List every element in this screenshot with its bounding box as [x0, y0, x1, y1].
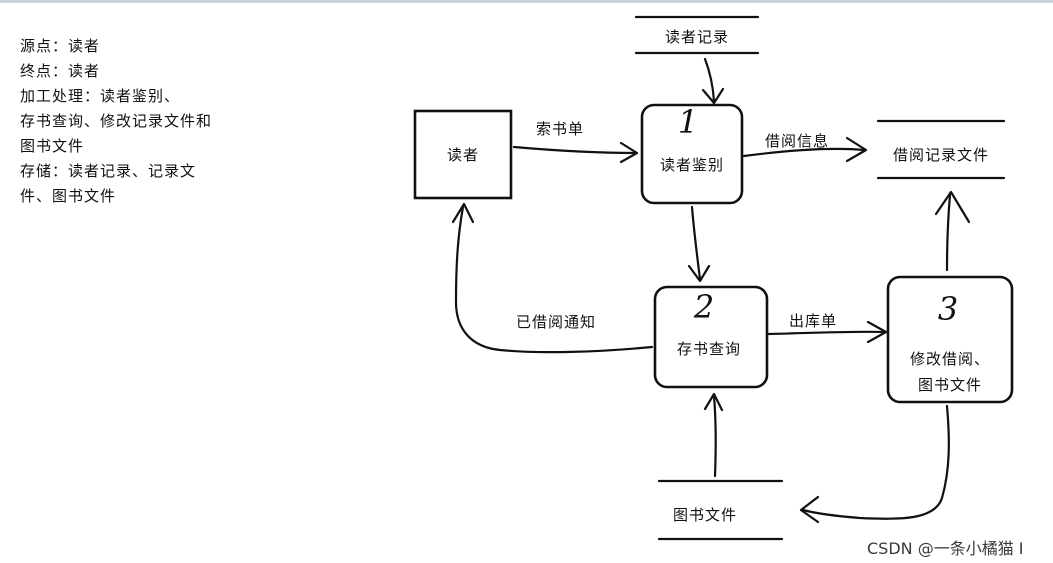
arrowhead	[934, 190, 971, 224]
arrowhead	[799, 495, 820, 524]
flow-line	[703, 57, 716, 103]
process-2: 2 存书查询	[653, 285, 769, 389]
note-line: 图书文件	[20, 137, 85, 155]
arrowhead	[619, 141, 639, 164]
process-2-box	[653, 285, 769, 389]
flow-request-slip: 索书单	[512, 120, 639, 164]
arrowhead	[451, 202, 475, 224]
flow-outbound-slip: 出库单	[767, 312, 888, 344]
process-2-number: 2	[693, 288, 714, 326]
store-borrow-records-label: 借阅记录文件	[893, 146, 989, 164]
entity-reader-label: 读者	[447, 146, 479, 164]
process-3-box	[886, 275, 1014, 404]
process-3-label-line1: 修改借阅、	[910, 350, 990, 368]
note-line: 存书查询、修改记录文件和	[20, 112, 213, 130]
watermark: CSDN @一条小橘猫 I	[867, 539, 1024, 558]
flow-line	[801, 404, 950, 520]
store-book-file: 图书文件	[657, 479, 784, 541]
window-top-border	[0, 0, 1053, 3]
flow-borrowed-notice-label: 已借阅通知	[516, 313, 596, 331]
flow-process-3-to-borrow-records	[934, 190, 971, 272]
flow-outbound-slip-label: 出库单	[789, 312, 837, 330]
legend-notes: 源点：读者 终点：读者 加工处理：读者鉴别、 存书查询、修改记录文件和 图书文件…	[20, 34, 212, 209]
flow-line	[690, 205, 702, 281]
process-2-label: 存书查询	[677, 340, 741, 358]
note-line: 终点：读者	[20, 62, 101, 80]
process-1-box	[640, 103, 744, 205]
store-book-file-label: 图书文件	[673, 506, 737, 524]
note-line: 存储：读者记录、记录文	[20, 162, 197, 180]
flow-borrow-info: 借阅信息	[742, 132, 868, 163]
process-1-label: 读者鉴别	[660, 156, 724, 174]
store-reader-records: 读者记录	[634, 15, 760, 55]
process-3-label-line2: 图书文件	[918, 376, 982, 394]
process-1-number: 1	[678, 103, 698, 141]
note-line: 源点：读者	[20, 37, 101, 55]
flow-line	[512, 145, 638, 155]
flow-process-3-to-book-file	[799, 404, 950, 524]
arrowhead	[687, 264, 711, 283]
process-3-number: 3	[938, 290, 958, 328]
flow-borrowed-notice: 已借阅通知	[451, 202, 654, 354]
flow-request-slip-label: 索书单	[536, 120, 584, 138]
arrowhead	[845, 136, 868, 163]
flow-book-file-to-process-2	[703, 392, 724, 478]
note-line: 加工处理：读者鉴别、	[20, 87, 181, 105]
flow-line	[712, 394, 717, 478]
flow-line	[454, 205, 654, 354]
flow-borrow-info-label: 借阅信息	[765, 132, 829, 150]
flow-reader-records-to-process-1	[701, 57, 725, 105]
store-reader-records-label: 读者记录	[665, 28, 729, 46]
arrowhead	[701, 87, 725, 105]
flow-line	[945, 193, 952, 272]
arrowhead	[866, 320, 888, 344]
process-1: 1 读者鉴别	[640, 103, 744, 205]
process-3: 3 修改借阅、 图书文件	[886, 275, 1014, 404]
flow-line	[767, 330, 886, 336]
arrowhead	[703, 392, 724, 412]
flow-line	[742, 147, 866, 158]
flow-process-1-to-process-2	[687, 205, 711, 283]
entity-reader: 读者	[413, 109, 513, 200]
store-borrow-records: 借阅记录文件	[876, 119, 1006, 180]
entity-reader-box	[413, 109, 513, 200]
note-line: 件、图书文件	[20, 187, 117, 205]
